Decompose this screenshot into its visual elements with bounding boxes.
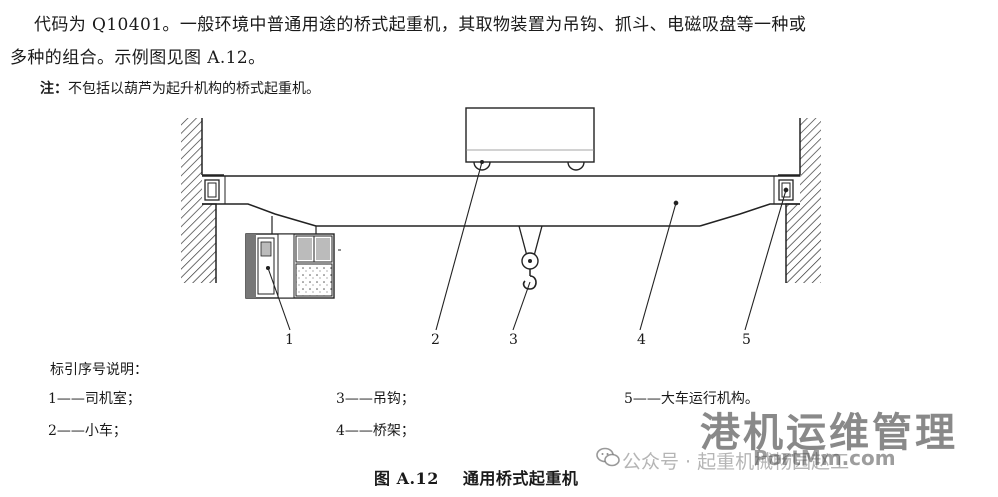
note-text: 不包括以葫芦为起升机构的桥式起重机。 <box>68 81 320 97</box>
legend-item-4: 4——桥架； <box>336 423 415 439</box>
left-end-carriage <box>204 179 220 201</box>
legend-title: 标引序号说明： <box>50 362 148 378</box>
hook <box>518 225 543 290</box>
callout-3: 3 <box>509 332 518 348</box>
watermark-publisher: 公众号 · 起重机械畅园赵工 <box>622 451 850 473</box>
note-label: 注： <box>40 81 68 97</box>
note: 注：不包括以葫芦为起升机构的桥式起重机。 <box>40 78 320 98</box>
legend-item-3: 3——吊钩； <box>336 391 415 407</box>
figure-caption: 图 A.12 通用桥式起重机 <box>374 465 578 489</box>
bridge-girder <box>202 175 800 227</box>
figure-label: 图 A.12 <box>374 469 439 488</box>
watermark-url: PortMm.com <box>753 446 896 470</box>
intro-line-1: 代码为 Q10401。一般环境中普通用途的桥式起重机，其取物装置为吊钩、抓斗、电… <box>34 15 807 35</box>
watermark-brand: 港机运维管理 <box>700 410 958 456</box>
legend-item-5: 5——大车运行机构。 <box>624 391 759 407</box>
callout-4: 4 <box>637 332 646 348</box>
legend-item-2: 2——小车； <box>48 423 127 439</box>
operator-cab <box>245 216 341 299</box>
callout-5: 5 <box>742 332 751 348</box>
intro-line-2: 多种的组合。示例图见图 A.12。 <box>10 48 266 68</box>
trolley <box>465 107 595 171</box>
right-wall <box>778 118 821 283</box>
figure-title: 通用桥式起重机 <box>462 469 579 488</box>
leader-lines <box>265 161 789 331</box>
legend-item-1: 1——司机室； <box>48 391 141 407</box>
callout-2: 2 <box>431 332 440 348</box>
wechat-icon <box>596 447 620 467</box>
callout-1: 1 <box>285 332 294 348</box>
